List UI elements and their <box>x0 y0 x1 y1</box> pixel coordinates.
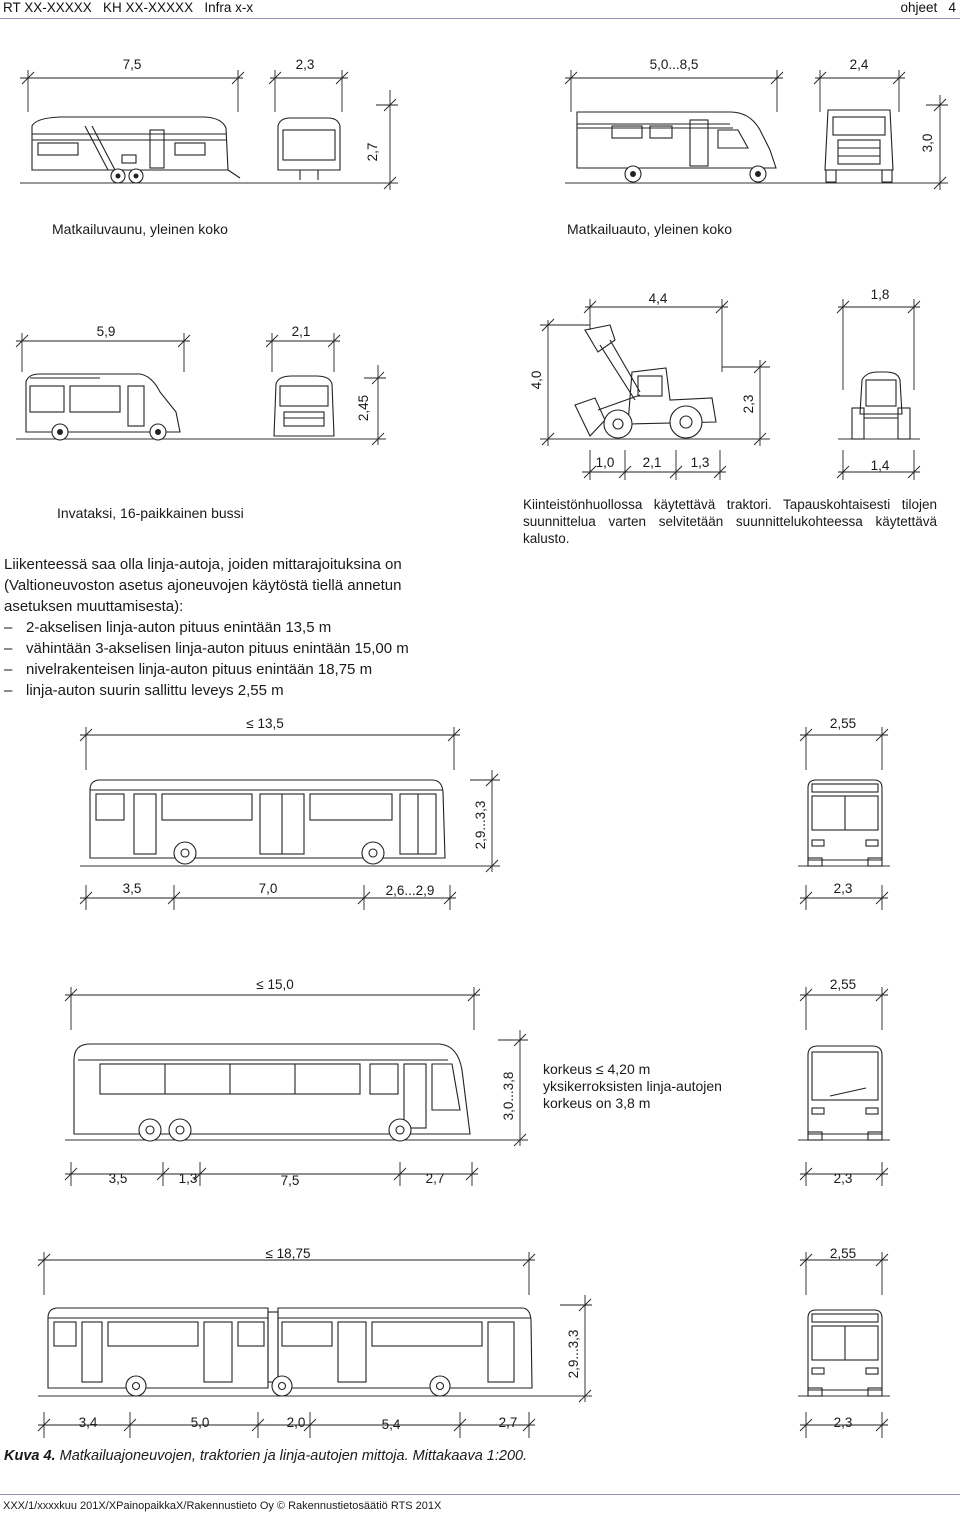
list-item: 2-akselisen linja-auton pituus enintään … <box>4 617 474 638</box>
tractor-rear-overhang-label: 1,3 <box>691 455 710 470</box>
bus3-joint-label: 2,0 <box>287 1415 306 1430</box>
invataxi-height-label: 2,45 <box>356 395 371 421</box>
list-item: nivelrakenteisen linja-auton pituus enin… <box>4 659 474 680</box>
bus1-width-label: 2,55 <box>830 716 856 731</box>
regulation-intro: Liikenteessä saa olla linja-autoja, joid… <box>4 556 402 615</box>
bus1-length-label: ≤ 13,5 <box>246 716 283 731</box>
header-rule <box>0 18 960 19</box>
caravan-caption: Matkailuvaunu, yleinen koko <box>52 221 228 237</box>
tractor-width-label: 1,8 <box>871 287 890 302</box>
invataxi-width-label: 2,1 <box>292 324 311 339</box>
caravan-length-label: 7,5 <box>123 57 142 72</box>
page-header: RT XX-XXXXX KH XX-XXXXX Infra x-x ohjeet… <box>0 0 960 19</box>
tractor-wheelbase-label: 2,1 <box>643 455 662 470</box>
motorhome-height-label: 3,0 <box>920 134 935 153</box>
bus-18-75-drawing: ≤ 18,75 2,55 2,9...3,3 3,4 5,0 2,0 5,4 2… <box>37 1246 890 1438</box>
document-code: RT XX-XXXXX KH XX-XXXXX Infra x-x <box>3 0 254 15</box>
page-footer: XXX/1/xxxxkuu 201X/XPainopaikkaX/Rakennu… <box>3 1500 442 1512</box>
figure-caption: Kuva 4. Matkailuajoneuvojen, traktorien … <box>4 1448 527 1464</box>
list-item: vähintään 3-akselisen linja-auton pituus… <box>4 638 474 659</box>
bus-15-0-drawing: ≤ 15,0 2,55 3,0...3,8 3,5 1,3 7,5 2,7 2,… <box>64 977 890 1188</box>
bus1-track-label: 2,3 <box>834 881 853 896</box>
tractor-cab-height-label: 2,3 <box>741 395 756 414</box>
bus2-height-note: korkeus ≤ 4,20 m yksikerroksisten linja-… <box>543 1061 722 1112</box>
caravan-height-label: 2,7 <box>365 143 380 162</box>
bus2-axle-spacing-label: 1,3 <box>179 1171 198 1186</box>
invataxi-caption: Invataksi, 16-paikkainen bussi <box>57 505 244 521</box>
motorhome-length-label: 5,0...8,5 <box>650 57 699 72</box>
motorhome-width-label: 2,4 <box>850 57 869 72</box>
bus2-front-overhang-label: 3,5 <box>109 1171 128 1186</box>
bus2-width-label: 2,55 <box>830 977 856 992</box>
tractor-description: Kiinteistönhuollossa käytettävä traktori… <box>523 497 937 546</box>
regulation-text: Liikenteessä saa olla linja-autoja, joid… <box>4 554 474 701</box>
bus1-height-label: 2,9...3,3 <box>473 801 488 850</box>
bus2-rear-overhang-label: 2,7 <box>426 1171 445 1186</box>
tractor-height-label: 4,0 <box>529 371 544 390</box>
tractor-length-label: 4,4 <box>649 291 668 306</box>
section-page-number: ohjeet 4 <box>900 0 956 15</box>
bus2-wheelbase-label: 7,5 <box>281 1173 300 1188</box>
note-line: korkeus ≤ 4,20 m <box>543 1061 651 1077</box>
bus3-width-label: 2,55 <box>830 1246 856 1261</box>
bus3-front-overhang-label: 3,4 <box>79 1415 98 1430</box>
motorhome-drawing: 5,0...8,5 2,4 3,0 <box>564 57 948 190</box>
list-item: linja-auton suurin sallittu leveys 2,55 … <box>4 680 474 701</box>
bus2-length-label: ≤ 15,0 <box>256 977 293 992</box>
bus1-rear-overhang-label: 2,6...2,9 <box>386 883 435 898</box>
bus3-length-label: ≤ 18,75 <box>266 1246 311 1261</box>
footer-rule <box>0 1494 960 1495</box>
motorhome-caption: Matkailuauto, yleinen koko <box>567 221 732 237</box>
figure-text: Matkailuajoneuvojen, traktorien ja linja… <box>55 1448 528 1464</box>
bus3-second-wheelbase-label: 5,4 <box>382 1417 401 1432</box>
bus3-track-label: 2,3 <box>834 1415 853 1430</box>
tractor-front-overhang-label: 1,0 <box>596 455 615 470</box>
bus-13-5-drawing: ≤ 13,5 2,55 2,9...3,3 3,5 7,0 2,6...2,9 … <box>79 716 890 910</box>
tractor-track-label: 1,4 <box>871 458 890 473</box>
bus3-height-label: 2,9...3,3 <box>566 1330 581 1379</box>
note-line: yksikerroksisten linja-autojen <box>543 1078 722 1094</box>
regulation-list: 2-akselisen linja-auton pituus enintään … <box>4 617 474 701</box>
caravan-width-label: 2,3 <box>296 57 315 72</box>
note-line: korkeus on 3,8 m <box>543 1095 651 1111</box>
bus2-track-label: 2,3 <box>834 1171 853 1186</box>
bus1-wheelbase-label: 7,0 <box>259 881 278 896</box>
caravan-drawing: 7,5 2,3 2,7 <box>20 57 398 190</box>
tractor-drawing: 4,4 1,8 4,0 2,3 1,0 2,1 1,3 1,4 <box>529 287 921 480</box>
bus3-rear-overhang-label: 2,7 <box>499 1415 518 1430</box>
bus2-height-label: 3,0...3,8 <box>501 1072 516 1121</box>
bus3-first-wheelbase-label: 5,0 <box>191 1415 210 1430</box>
figure-label: Kuva 4. <box>4 1448 56 1464</box>
bus1-front-overhang-label: 3,5 <box>123 881 142 896</box>
invataxi-length-label: 5,9 <box>97 324 116 339</box>
invataxi-drawing: 5,9 2,1 2,45 <box>15 324 386 446</box>
